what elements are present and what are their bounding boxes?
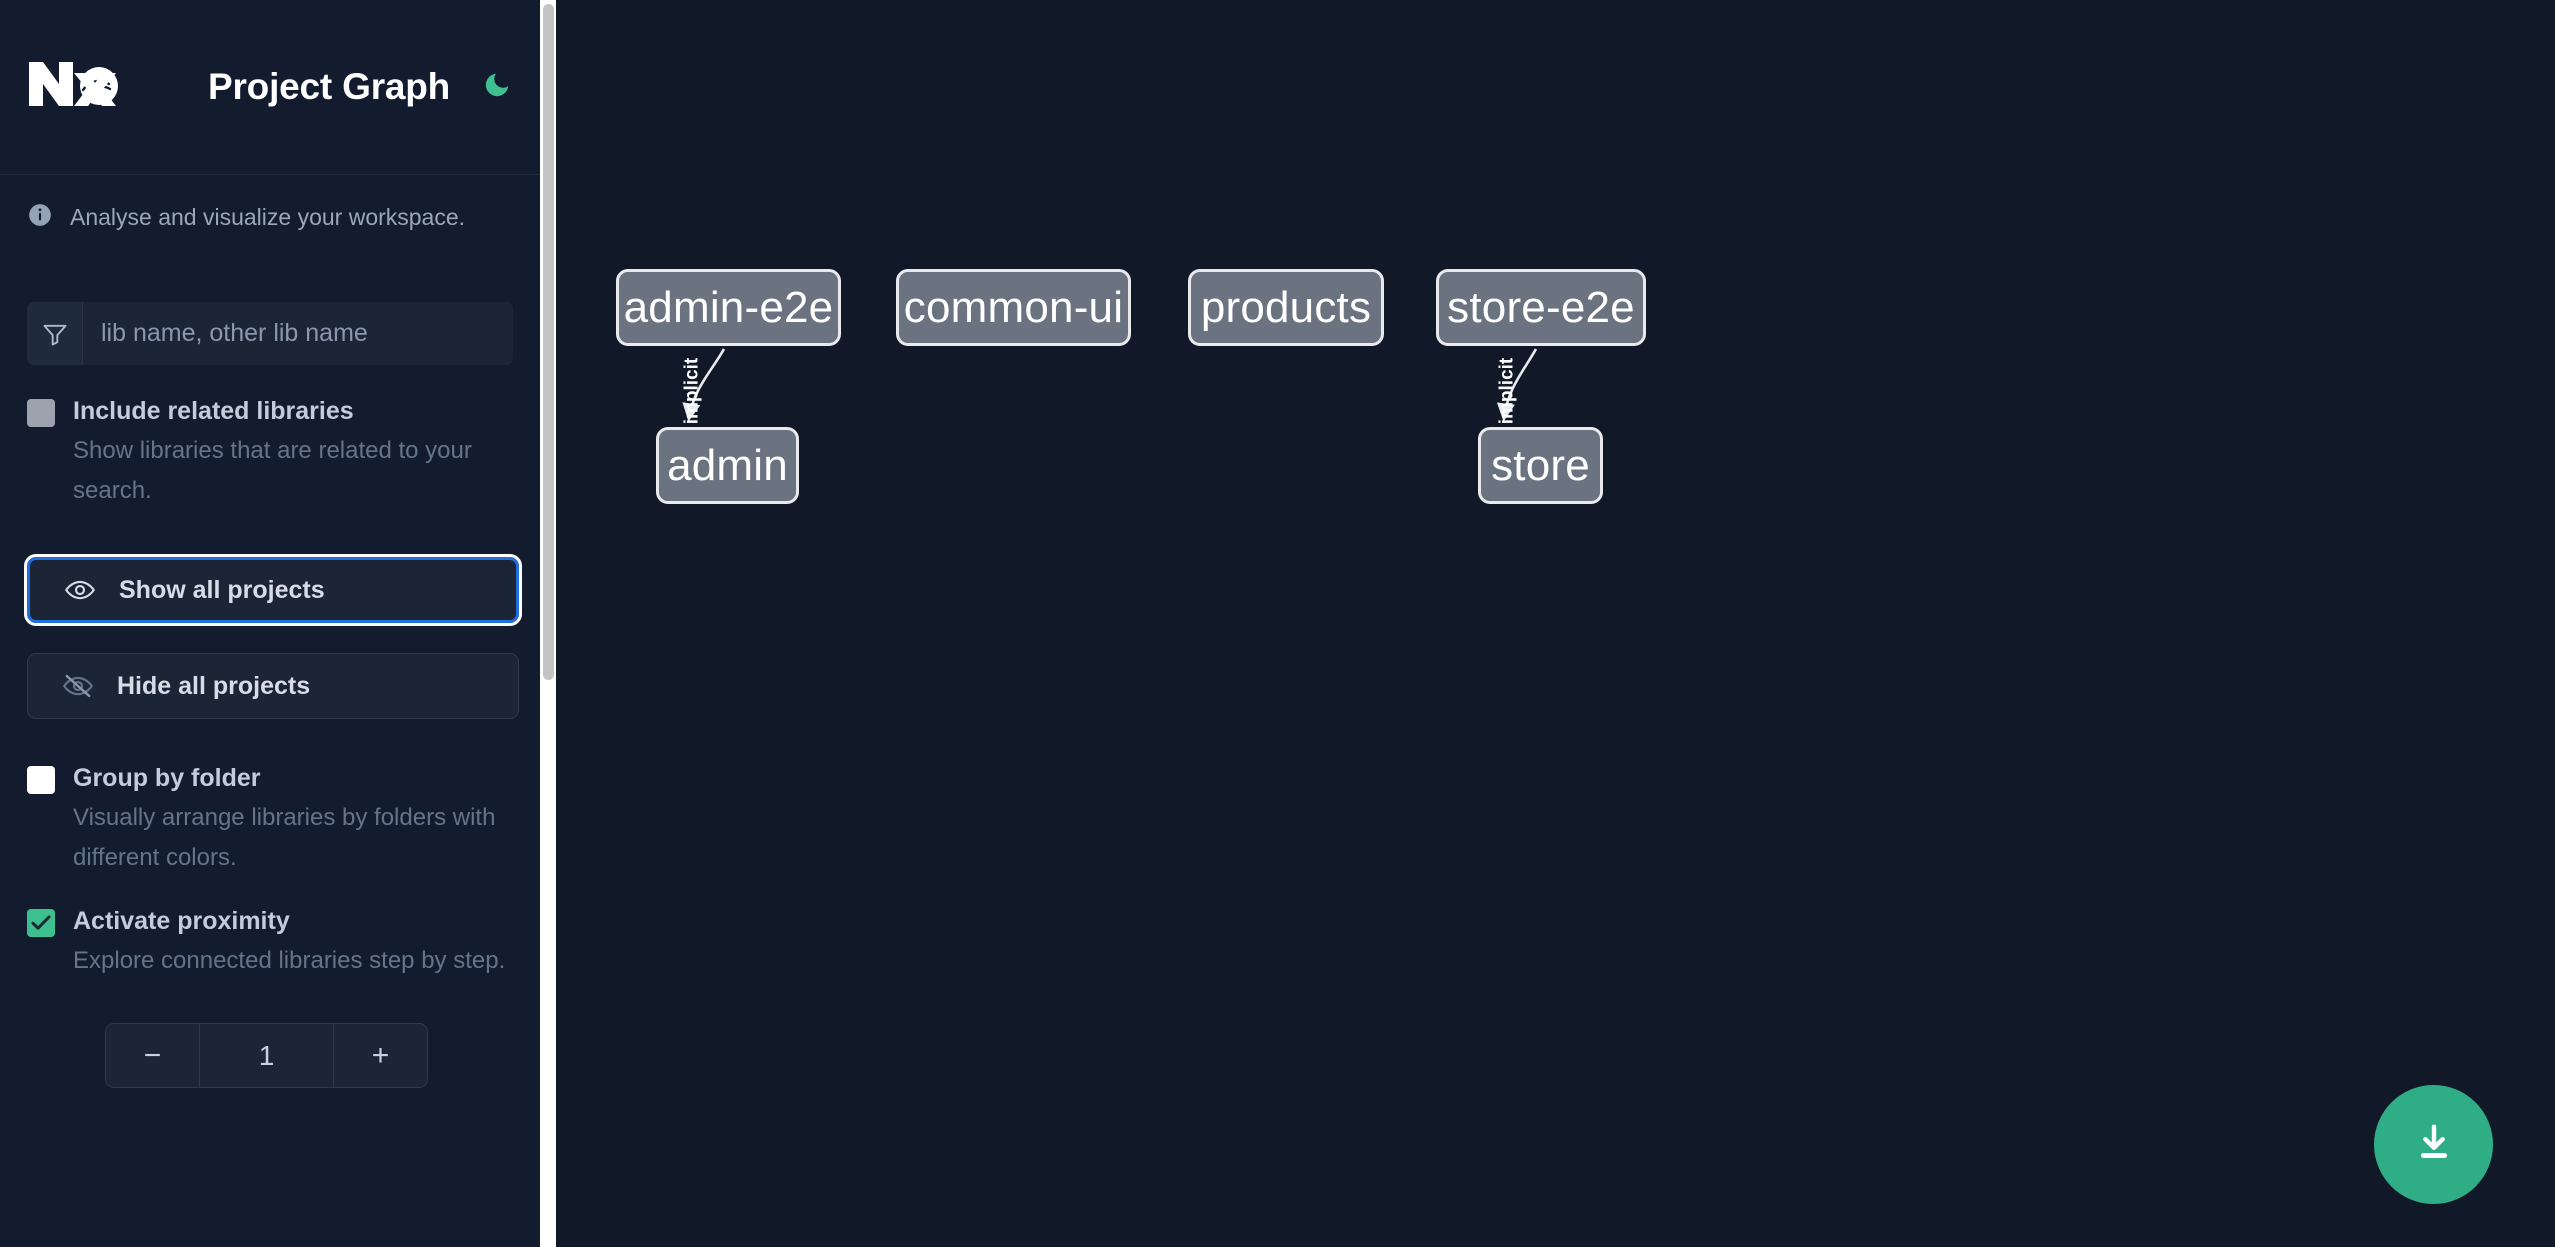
option-description: Show libraries that are related to your …: [73, 437, 472, 504]
search-bar: [27, 302, 513, 365]
hide-all-projects-label: Hide all projects: [117, 671, 311, 700]
option-activate-proximity: Activate proximity Explore connected lib…: [27, 878, 513, 981]
checkbox-include-related-libraries[interactable]: [27, 399, 55, 427]
option-row[interactable]: Include related libraries: [27, 396, 513, 427]
nx-logo: [27, 56, 124, 118]
moon-icon[interactable]: [482, 69, 512, 106]
sidebar-scrollbar[interactable]: [540, 0, 556, 1247]
option-row[interactable]: Group by folder: [27, 763, 513, 794]
graph-node-store-e2e[interactable]: store-e2e: [1436, 269, 1646, 346]
proximity-stepper: − 1 +: [105, 1023, 428, 1088]
sidebar-content: Project Graph Analyse and visualize your…: [0, 0, 540, 1247]
edge-label-store-e2e-to-store: implicit: [1496, 357, 1518, 425]
graph-edges-layer: [682, 348, 1538, 422]
download-icon: [2411, 1120, 2457, 1169]
sidebar-header: Project Graph: [0, 0, 540, 175]
graph-node-products[interactable]: products: [1188, 269, 1384, 346]
page-title: Project Graph: [208, 66, 451, 107]
eye-icon: [65, 578, 95, 602]
graph-node-common-ui[interactable]: common-ui: [896, 269, 1131, 346]
tagline-text: Analyse and visualize your workspace.: [70, 204, 466, 230]
edge-label-admin-e2e-to-admin: implicit: [681, 357, 703, 425]
hide-all-projects-button[interactable]: Hide all projects: [27, 653, 519, 719]
graph-canvas[interactable]: admin-e2e common-ui products store-e2e a…: [556, 0, 2555, 1247]
download-graph-button[interactable]: [2374, 1085, 2493, 1204]
proximity-value: 1: [258, 1039, 275, 1071]
eye-off-icon: [63, 674, 93, 698]
proximity-decrement-button[interactable]: −: [106, 1024, 200, 1087]
checkbox-group-by-folder[interactable]: [27, 766, 55, 794]
filter-funnel-icon[interactable]: [27, 302, 83, 365]
sidebar: Project Graph Analyse and visualize your…: [0, 0, 556, 1247]
option-row[interactable]: Activate proximity: [27, 906, 513, 937]
graph-node-store[interactable]: store: [1478, 427, 1603, 504]
search-input[interactable]: [83, 302, 513, 365]
checkbox-activate-proximity[interactable]: [27, 909, 55, 937]
tagline: Analyse and visualize your workspace.: [0, 175, 540, 260]
edge-admin-e2e-to-admin[interactable]: [682, 348, 726, 422]
projects-visibility-buttons: Show all projects Hide all projects: [24, 554, 522, 719]
option-description: Explore connected libraries step by step…: [73, 947, 506, 974]
edge-store-e2e-to-store[interactable]: [1496, 348, 1538, 422]
option-description: Visually arrange libraries by folders wi…: [73, 804, 496, 871]
proximity-increment-button[interactable]: +: [333, 1024, 427, 1087]
option-label: Include related libraries: [73, 397, 354, 425]
info-icon: [27, 202, 53, 233]
graph-node-admin-e2e[interactable]: admin-e2e: [616, 269, 841, 346]
show-all-projects-button[interactable]: Show all projects: [24, 554, 522, 626]
option-label: Group by folder: [73, 764, 261, 792]
option-include-related-libraries: Include related libraries Show libraries…: [27, 365, 513, 511]
sidebar-scrollbar-thumb[interactable]: [543, 4, 554, 680]
option-group-by-folder: Group by folder Visually arrange librari…: [27, 719, 513, 878]
graph-node-admin[interactable]: admin: [656, 427, 799, 504]
show-all-projects-label: Show all projects: [119, 575, 325, 604]
option-label: Activate proximity: [73, 907, 290, 935]
